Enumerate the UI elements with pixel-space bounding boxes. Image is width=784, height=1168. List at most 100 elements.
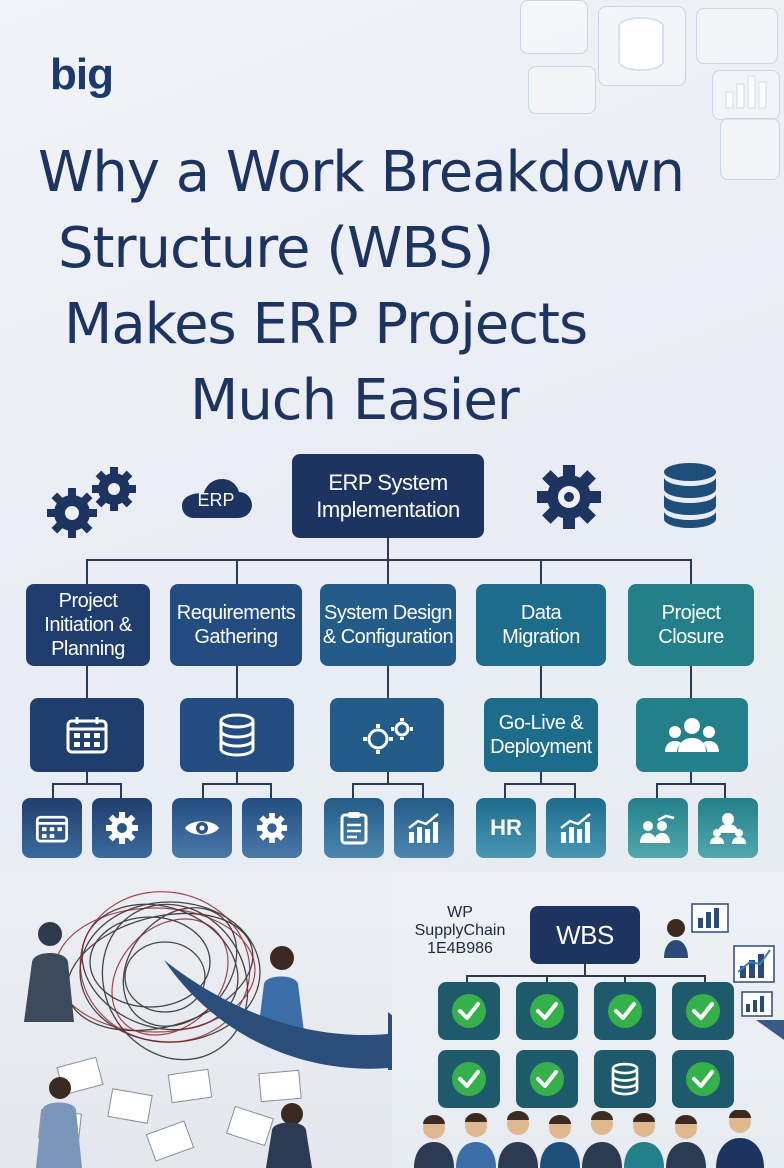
checkmark-icon [530,1062,564,1096]
growth-chart-icon [408,813,439,843]
connector [86,559,692,561]
database-package-tile [594,1050,656,1108]
title-line-4: Much Easier [190,368,520,433]
people-icon [710,813,746,844]
connector [387,538,389,560]
ir-panel-decoration [528,66,596,114]
phase-node-requirements: Requirements Gathering [170,584,302,666]
database-icon [611,1062,639,1096]
erp-cloud-label: ERP [197,490,235,510]
connector [504,783,576,785]
connector [387,559,389,585]
connector [546,975,548,983]
connector [466,975,468,983]
wbs-mini-root: WBS [530,906,640,964]
team-icon [640,814,675,843]
connector [690,559,692,585]
growth-chart-tile [546,798,606,858]
go-live-node: Go-Live & Deployment [484,698,598,772]
team-node [636,698,748,772]
gears-icon [42,465,142,545]
connector [584,964,586,976]
checkmark-icon [452,1062,486,1096]
connector [120,783,122,799]
title-line-1: Why a Work Breakdown [38,140,685,205]
clipboard-tile [324,798,384,858]
hr-label: HR [490,815,522,840]
doc-panel-decoration [520,0,588,54]
connector [236,559,238,585]
database-node [180,698,294,772]
completed-package-tile [438,982,500,1040]
gears-icon [363,718,413,754]
settings-tile [92,798,152,858]
connector [422,783,424,799]
hr-tile: HR [476,798,536,858]
erp-cloud-icon: ERP [178,476,254,522]
connector [656,783,658,799]
connector [656,783,726,785]
gears-node [330,698,444,772]
analytics-icons [660,900,784,1040]
text-panel-decoration [696,8,778,64]
growth-chart-icon [560,813,591,843]
eye-icon [185,821,219,835]
calendar-icon [35,815,69,843]
connector [86,559,88,585]
bar-chart-icon [722,70,772,110]
completed-package-tile [516,982,578,1040]
calendar-tile [22,798,82,858]
brand-logo: big [50,50,114,99]
connector [704,975,706,983]
phase-node-data-migration: Data Migration [476,584,606,666]
growth-chart-tile [394,798,454,858]
checkmark-icon [608,994,642,1028]
connector [236,772,238,784]
connector [270,783,272,799]
database-stack-icon [660,462,720,532]
title-line-2: Structure (WBS) [58,216,494,281]
connector [52,783,122,785]
team-growth-tile [628,798,688,858]
completed-package-tile [672,982,734,1040]
checkmark-icon [530,994,564,1028]
completed-package-tile [516,1050,578,1108]
database-icon [616,16,666,72]
bottom-left-chaos-panel [0,872,392,1168]
transition-arrow [160,950,440,1070]
connector [86,666,88,698]
connector [86,772,88,784]
connector [540,772,542,784]
connector [624,975,626,983]
connector [236,666,238,698]
connector [352,783,424,785]
connector [574,783,576,799]
connector [387,666,389,698]
connector [387,772,389,784]
phase-node-closure: Project Closure [628,584,754,666]
gear-icon [536,464,602,530]
connector [540,666,542,698]
connector [690,772,692,784]
completed-package-tile [594,982,656,1040]
gear-icon [106,812,138,844]
completed-package-tile [438,1050,500,1108]
phase-node-initiation: Project Initiation & Planning [26,584,150,666]
tangled-scribble-illustration [24,891,312,1168]
checkmark-icon [686,1062,720,1096]
people-tile [698,798,758,858]
database-icon [219,713,255,757]
calendar-node [30,698,144,772]
phase-node-design: System Design & Configuration [320,584,456,666]
wbs-root-node: ERP System Implementation [292,454,484,538]
chart-panel-decoration [712,70,780,120]
connector [466,975,706,977]
connector [540,559,542,585]
wp-supplychain-label: WP SupplyChain 1E4B986 [414,904,506,957]
map-panel-decoration [720,118,780,180]
connector [202,783,204,799]
gear-icon [256,812,288,844]
connector [52,783,54,799]
checkmark-icon [686,994,720,1028]
calendar-icon [66,717,108,754]
